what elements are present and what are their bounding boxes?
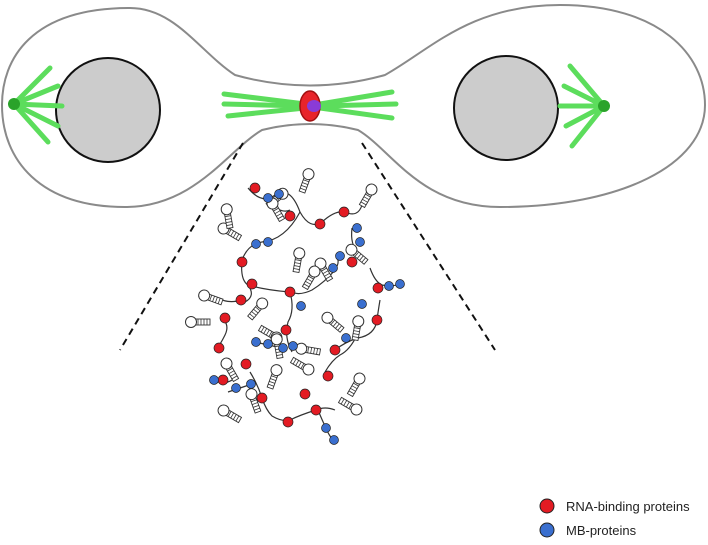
rna-binding-protein-dot bbox=[329, 344, 341, 356]
rna-binding-protein-dot bbox=[371, 314, 383, 326]
mb-protein-dot bbox=[251, 337, 261, 347]
mb-protein-dot bbox=[352, 223, 362, 233]
rna-binding-protein-dot bbox=[282, 416, 294, 428]
rna-hairpin bbox=[292, 247, 306, 274]
rna-binding-protein-dot bbox=[249, 182, 261, 194]
mb-protein-dot bbox=[274, 189, 284, 199]
rna-binding-protein-dot bbox=[284, 210, 296, 222]
mb-protein-dot bbox=[246, 379, 256, 389]
rna-hairpin bbox=[337, 396, 363, 416]
mb-protein-dot bbox=[288, 341, 298, 351]
rna-hairpin bbox=[185, 316, 211, 328]
rna-strand bbox=[324, 334, 358, 373]
rna-binding-protein-dot bbox=[213, 342, 225, 354]
mb-protein-dot bbox=[335, 251, 345, 261]
rna-binding-protein-dot bbox=[240, 358, 252, 370]
rna-hairpin bbox=[321, 311, 345, 333]
rna-binding-protein-dot bbox=[314, 218, 326, 230]
rna-hairpin bbox=[295, 342, 322, 356]
legend-mb-proteins-label: MB-proteins bbox=[566, 523, 637, 538]
dividing-cell-outline bbox=[0, 3, 707, 209]
mb-protein-dot bbox=[263, 193, 273, 203]
mb-protein-dot bbox=[263, 237, 273, 247]
rna-binding-protein-dot bbox=[219, 312, 231, 324]
rna-binding-protein-dot bbox=[235, 294, 247, 306]
rna-binding-protein-dot bbox=[372, 282, 384, 294]
rna-hairpin bbox=[220, 357, 240, 383]
rna-hairpin bbox=[245, 388, 262, 414]
legend-rna-binding-dot bbox=[539, 498, 555, 514]
mb-protein-dot bbox=[355, 237, 365, 247]
rna-binding-protein-dot bbox=[280, 324, 292, 336]
rna-hairpin bbox=[266, 364, 283, 390]
rna-hairpin bbox=[266, 197, 286, 223]
mb-protein-dot bbox=[231, 383, 241, 393]
rna-hairpin bbox=[314, 257, 334, 283]
rna-protein-network bbox=[185, 168, 405, 445]
rna-binding-protein-dot bbox=[322, 370, 334, 382]
mb-protein-dot bbox=[329, 435, 339, 445]
mb-protein-dot bbox=[263, 339, 273, 349]
mb-protein-dot bbox=[328, 263, 338, 273]
rna-hairpin bbox=[346, 372, 366, 398]
rna-binding-protein-dot bbox=[236, 256, 248, 268]
rna-hairpin bbox=[247, 297, 269, 321]
rna-binding-protein-dot bbox=[217, 374, 229, 386]
right-nucleus bbox=[453, 55, 559, 161]
rna-hairpin bbox=[345, 243, 369, 265]
rna-hairpin bbox=[198, 289, 224, 306]
midbody-microtubule-bundle bbox=[221, 89, 399, 121]
mb-protein-dot bbox=[384, 281, 394, 291]
rna-binding-protein-dot bbox=[310, 404, 322, 416]
mb-protein-dot bbox=[296, 301, 306, 311]
rna-hairpin bbox=[301, 265, 321, 291]
mb-protein-dot bbox=[251, 239, 261, 249]
zoom-dashed-line-right bbox=[361, 142, 496, 351]
legend-mb-proteins-dot bbox=[539, 522, 555, 538]
rna-binding-protein-dot bbox=[284, 286, 296, 298]
mb-protein-dot bbox=[278, 343, 288, 353]
rna-hairpin bbox=[220, 203, 234, 230]
rna-binding-protein-dot bbox=[246, 278, 258, 290]
mb-protein-dot bbox=[341, 333, 351, 343]
rna-binding-protein-dot bbox=[256, 392, 268, 404]
left-centrosome bbox=[8, 98, 20, 110]
right-aster-microtubules bbox=[557, 63, 607, 149]
legend-rna-binding-label: RNA-binding proteins bbox=[566, 499, 690, 514]
mb-protein-dot bbox=[357, 299, 367, 309]
rna-hairpin bbox=[351, 315, 365, 342]
right-centrosome bbox=[598, 100, 610, 112]
midbody-core bbox=[307, 100, 321, 112]
rna-binding-protein-dot bbox=[346, 256, 358, 268]
rna-binding-protein-dot bbox=[338, 206, 350, 218]
mb-protein-dot bbox=[395, 279, 405, 289]
rna-hairpin bbox=[217, 404, 243, 424]
legend: RNA-binding proteins MB-proteins bbox=[539, 498, 690, 538]
rna-hairpin bbox=[358, 183, 378, 209]
zoom-dashed-line-left bbox=[119, 142, 244, 351]
rna-strand bbox=[334, 299, 381, 351]
rna-hairpin bbox=[298, 168, 315, 194]
left-nucleus bbox=[55, 57, 161, 163]
rna-binding-protein-dot bbox=[299, 388, 311, 400]
rna-strand bbox=[286, 291, 293, 353]
mb-protein-dot bbox=[209, 375, 219, 385]
left-aster-microtubules bbox=[11, 65, 65, 145]
rna-hairpin bbox=[289, 356, 315, 376]
mb-protein-dot bbox=[321, 423, 331, 433]
